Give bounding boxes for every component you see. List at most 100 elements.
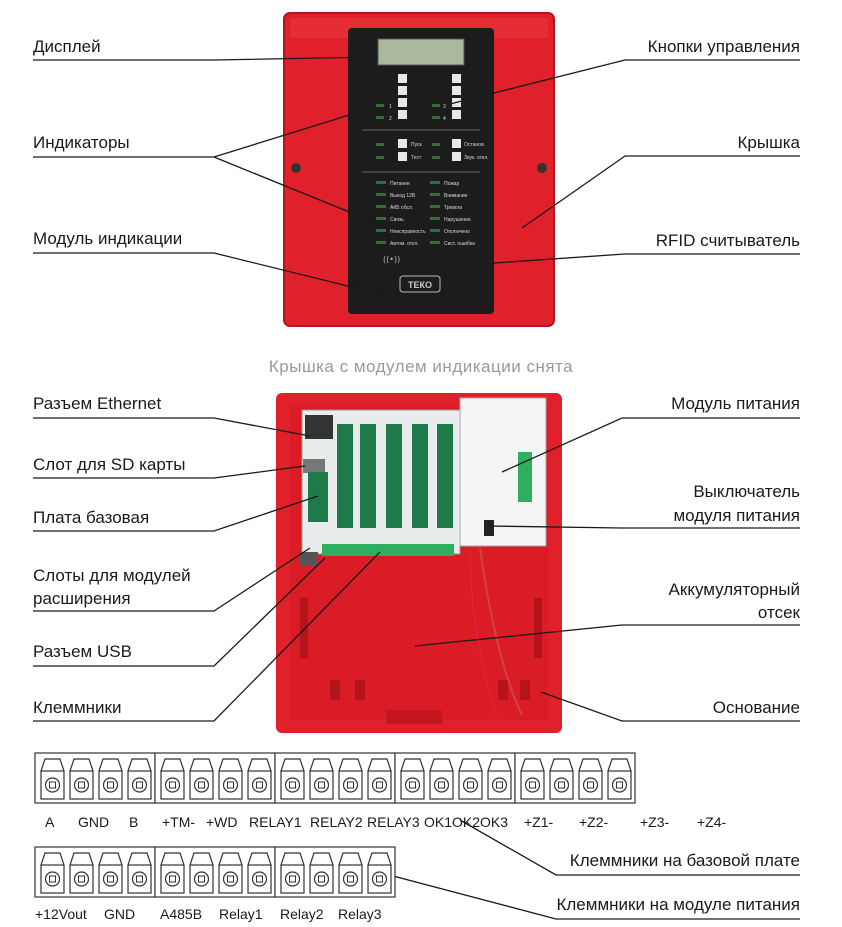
terminal-screw-head [136,875,143,883]
terminal-clamp [189,864,214,894]
wire-red-2 [479,547,523,716]
terminal-screw-head [78,875,85,883]
ind-label-alarm: Тревога [444,205,462,211]
nav-label-2: 2 [389,116,392,122]
ind-label-fire: Пожар [444,181,459,187]
terminal-clamp-top [218,758,243,772]
terminal-screw [222,871,239,887]
ind-label-fault: Неисправность [390,229,426,235]
terminal-clamp-top [367,852,392,866]
terminal-clamp [280,864,305,894]
terminal-clamp-top [367,758,392,772]
wire-red [469,547,498,719]
terminal-clamp [400,770,425,800]
caption-cover-removed: Крышка с модулем индикации снята [268,357,574,376]
term-label-ok1: OK1 [424,814,453,830]
terminal-screw-head [107,875,114,883]
terminal-blocks [322,544,454,556]
terminal-screw [371,871,388,887]
ethernet-port [305,415,333,439]
label-battery-2: отсек [757,603,800,622]
terminal-screw [193,871,210,887]
terminal-screw [193,777,210,793]
terminal-clamp-top [127,852,152,866]
term-label-prelay1: Relay1 [219,906,263,922]
terminal-screw [102,777,119,793]
terminal-clamp-top [160,758,185,772]
ind-label-sys-error: Сист. ошибка [444,241,475,247]
terminal-clamp-top [520,758,545,772]
ind-label-violation: Нарушение [444,217,471,223]
terminal-screw [164,871,181,887]
terminal-screw [462,777,479,793]
base-pcb [308,472,328,522]
terminal-screw [284,777,301,793]
terminal-clamp-top [549,758,574,772]
terminal-screw [73,777,90,793]
term-label-pgnd: GND [104,906,136,922]
terminal-screw-head [318,875,325,883]
terminal-screw-head [49,781,56,789]
label-power-switch-2: модуля питания [673,506,800,525]
terminal-clamp [280,770,305,800]
terminal-clamp-top [127,758,152,772]
terminal-clamp [487,770,512,800]
terminal-clamp [367,770,392,800]
sd-slot [303,459,325,473]
term-label-12vout: +12Vout [35,906,87,922]
terminal-screw [342,871,359,887]
terminal-clamp [160,864,185,894]
terminal-clamp-top [40,758,65,772]
terminal-screw [313,871,330,887]
terminal-clamp [127,770,152,800]
terminal-clamp-top [309,852,334,866]
terminal-screw [73,871,90,887]
label-power-module: Модуль питания [671,394,800,413]
term-label-b: B [129,814,139,830]
terminal-clamp [218,770,243,800]
term-label-a: A [45,814,55,830]
terminal-screw-head [169,781,176,789]
terminal-screw-head [49,875,56,883]
brand-logo: ТЕКО [408,280,432,290]
btn-label-start: Пуск [411,142,423,148]
terminal-clamp [98,770,123,800]
terminal-clamp [578,770,603,800]
terminal-screw-head [198,875,205,883]
terminal-clamp-top [189,852,214,866]
terminal-screw [102,871,119,887]
terminal-clamp-top [458,758,483,772]
terminal-clamp-top [309,758,334,772]
terminal-clamp-top [280,758,305,772]
terminal-clamp [338,864,363,894]
base-terminal-strip [34,752,636,804]
terminal-screw [582,777,599,793]
terminal-clamp-top [607,758,632,772]
terminal-screw-head [107,781,114,789]
term-label-relay3: RELAY3 [367,814,420,830]
label-base-terminals: Клеммники на базовой плате [569,851,800,870]
terminal-screw-head [409,781,416,789]
terminal-clamp [429,770,454,800]
rfid-icon: ((•)) [383,255,400,264]
terminal-screw-head [256,875,263,883]
label-control-buttons: Кнопки управления [647,37,800,56]
ind-label-auto-off: Автом. откл. [390,241,419,247]
nav-label-3: 3 [443,104,446,110]
terminal-clamp-top [98,758,123,772]
terminal-screw-head [136,781,143,789]
term-label-a485b: A485B [160,906,203,922]
terminal-screw [251,871,268,887]
nav-label-4: 4 [443,116,446,122]
indicator-leds [376,104,440,244]
terminal-clamp-top [160,852,185,866]
term-label-z2: +Z2- [579,814,609,830]
terminal-screw-head [616,781,623,789]
power-terminals [518,452,532,502]
terminal-screw [342,777,359,793]
terminal-clamp-top [247,852,272,866]
label-terminals: Клеммники [33,698,122,717]
label-indication-module: Модуль индикации [33,229,183,248]
terminal-screw [313,777,330,793]
